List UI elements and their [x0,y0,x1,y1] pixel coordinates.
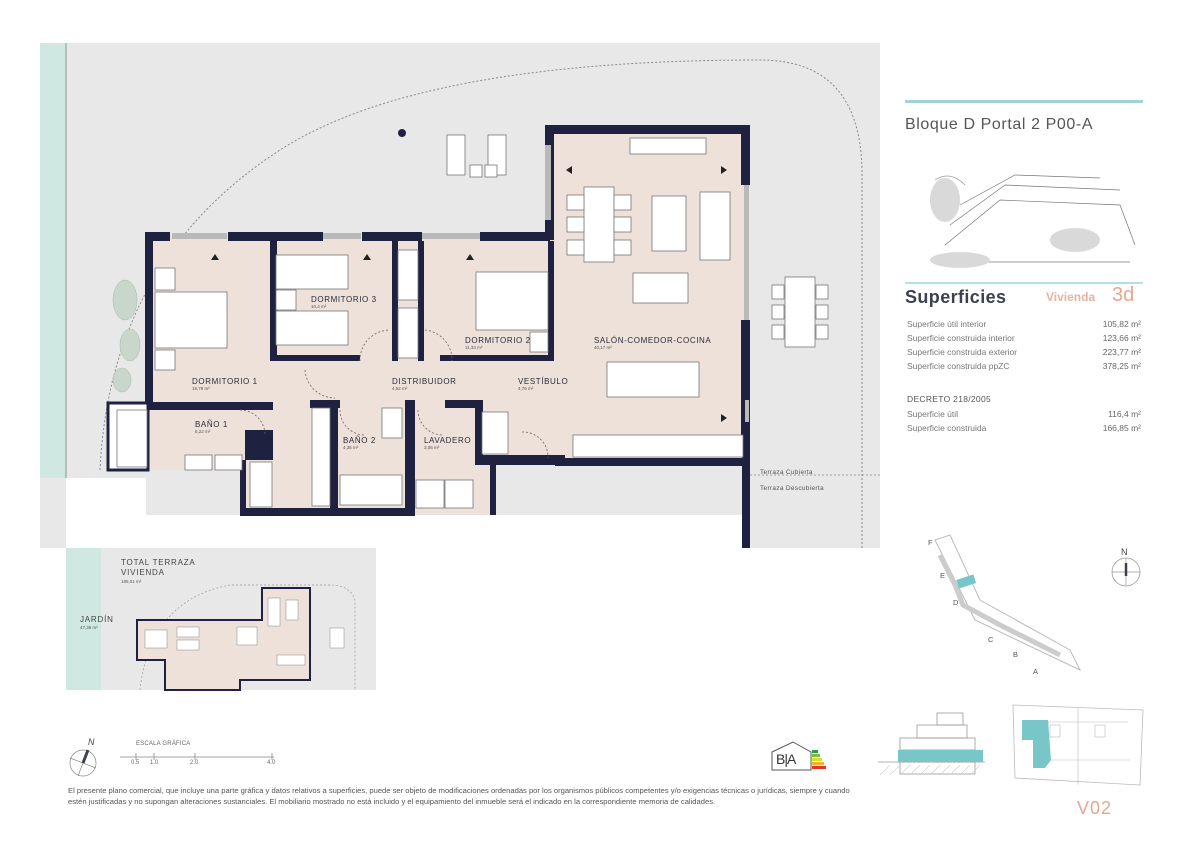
decreto-title: DECRETO 218/2005 [907,394,992,404]
vivienda-label: Vivienda [1046,290,1096,304]
block-label: A [1033,667,1039,676]
terrace-uncovered-label: Terraza Descubierta [760,485,824,492]
vivienda-type: 3d [1112,284,1135,306]
total-terrace-area: 185,01 m² [121,579,142,584]
unit-code: V02 [1077,798,1113,818]
energy-rating-icon: B|A [776,751,796,767]
total-terrace-label-2: VIVIENDA [121,568,165,577]
disclaimer-text: El presente plano comercial, que incluye… [68,786,850,806]
block-label: B [1013,650,1019,659]
scale-tick: 2.0 [190,760,199,766]
scale-tick: 1.0 [150,760,159,766]
scale-title: ESCALA GRÁFICA [136,741,191,747]
scale-tick: 4.0 [267,760,276,766]
site-north-label: N [1121,547,1128,557]
superficies-title: Superficies [905,287,1007,307]
garden-area: 47,36 m² [80,625,98,630]
terrace-covered-label: Terraza Cubierta [760,469,813,476]
north-label: N [88,737,95,747]
unit-title: Bloque D Portal 2 P00-A [905,116,1094,133]
block-label: C [988,635,994,644]
scale-tick: 0.5 [131,760,140,766]
title-rule [905,100,1143,103]
total-terrace-label: TOTAL TERRAZA [121,558,196,567]
block-label: E [940,571,946,580]
garden-label: JARDÍN [80,615,114,624]
block-label: D [953,598,959,607]
block-label: F [928,538,933,547]
